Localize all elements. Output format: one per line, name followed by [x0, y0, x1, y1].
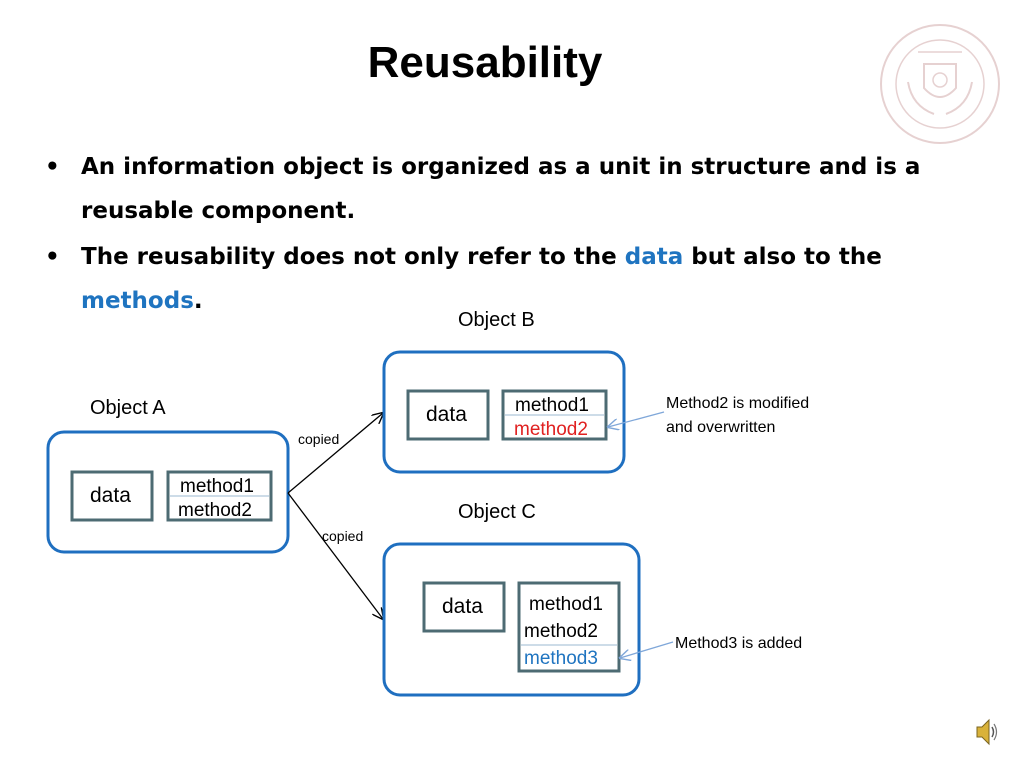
bullet-text-middle: but also to the: [683, 244, 882, 270]
bullet-list: • An information object is organized as …: [45, 145, 975, 325]
object-c-method3-added: method3: [524, 648, 598, 669]
bullet-dot: •: [45, 244, 60, 270]
object-c-label: Object C: [458, 501, 536, 523]
note-b-line2: and overwritten: [666, 419, 775, 436]
copy-arrow-to-c: [287, 492, 383, 619]
arrow-label-b: copied: [298, 431, 339, 447]
object-a-box: [46, 430, 290, 554]
bullet-item-2: • The reusability does not only refer to…: [45, 235, 975, 323]
bullet-item-1: • An information object is organized as …: [45, 145, 975, 233]
highlight-methods: methods: [81, 288, 194, 314]
bullet-text-end: .: [193, 288, 203, 314]
copy-arrow-to-b: [287, 413, 383, 494]
object-a-data: data: [90, 484, 131, 507]
callout-arrow-b: [608, 411, 665, 427]
object-c-methods-box: [517, 581, 621, 673]
object-a-methods-box: [166, 470, 273, 522]
object-a-method1: method1: [180, 476, 254, 497]
callout-arrow-c: [620, 641, 674, 658]
object-b-data-box: [406, 389, 490, 441]
note-b-line1: Method2 is modified: [666, 395, 809, 412]
object-a-method2: method2: [178, 500, 252, 521]
object-c-data-box: [422, 581, 506, 633]
bullet-dot: •: [45, 154, 60, 180]
object-c-method1: method1: [529, 594, 603, 615]
arrow-label-c: copied: [322, 528, 363, 544]
object-c-box: [382, 542, 641, 697]
object-b-data: data: [426, 403, 467, 426]
speaker-icon[interactable]: [974, 716, 998, 748]
bullet-text: The reusability does not only refer to t…: [81, 244, 625, 270]
object-c-data: data: [442, 595, 483, 618]
highlight-data: data: [624, 244, 684, 270]
object-b-box: [382, 350, 626, 474]
object-a-data-box: [70, 470, 154, 522]
object-b-methods-box: [501, 389, 608, 441]
note-c: Method3 is added: [675, 635, 802, 652]
object-b-label: Object B: [458, 309, 535, 331]
university-seal-icon: [880, 24, 1000, 144]
object-b-method2-modified: method2: [514, 419, 588, 440]
bullet-text: An information object is organized as a …: [81, 154, 921, 224]
slide-title: Reusability: [367, 38, 603, 87]
object-b-method1: method1: [515, 395, 589, 416]
object-a-label: Object A: [90, 397, 166, 419]
object-c-method2: method2: [524, 621, 598, 642]
